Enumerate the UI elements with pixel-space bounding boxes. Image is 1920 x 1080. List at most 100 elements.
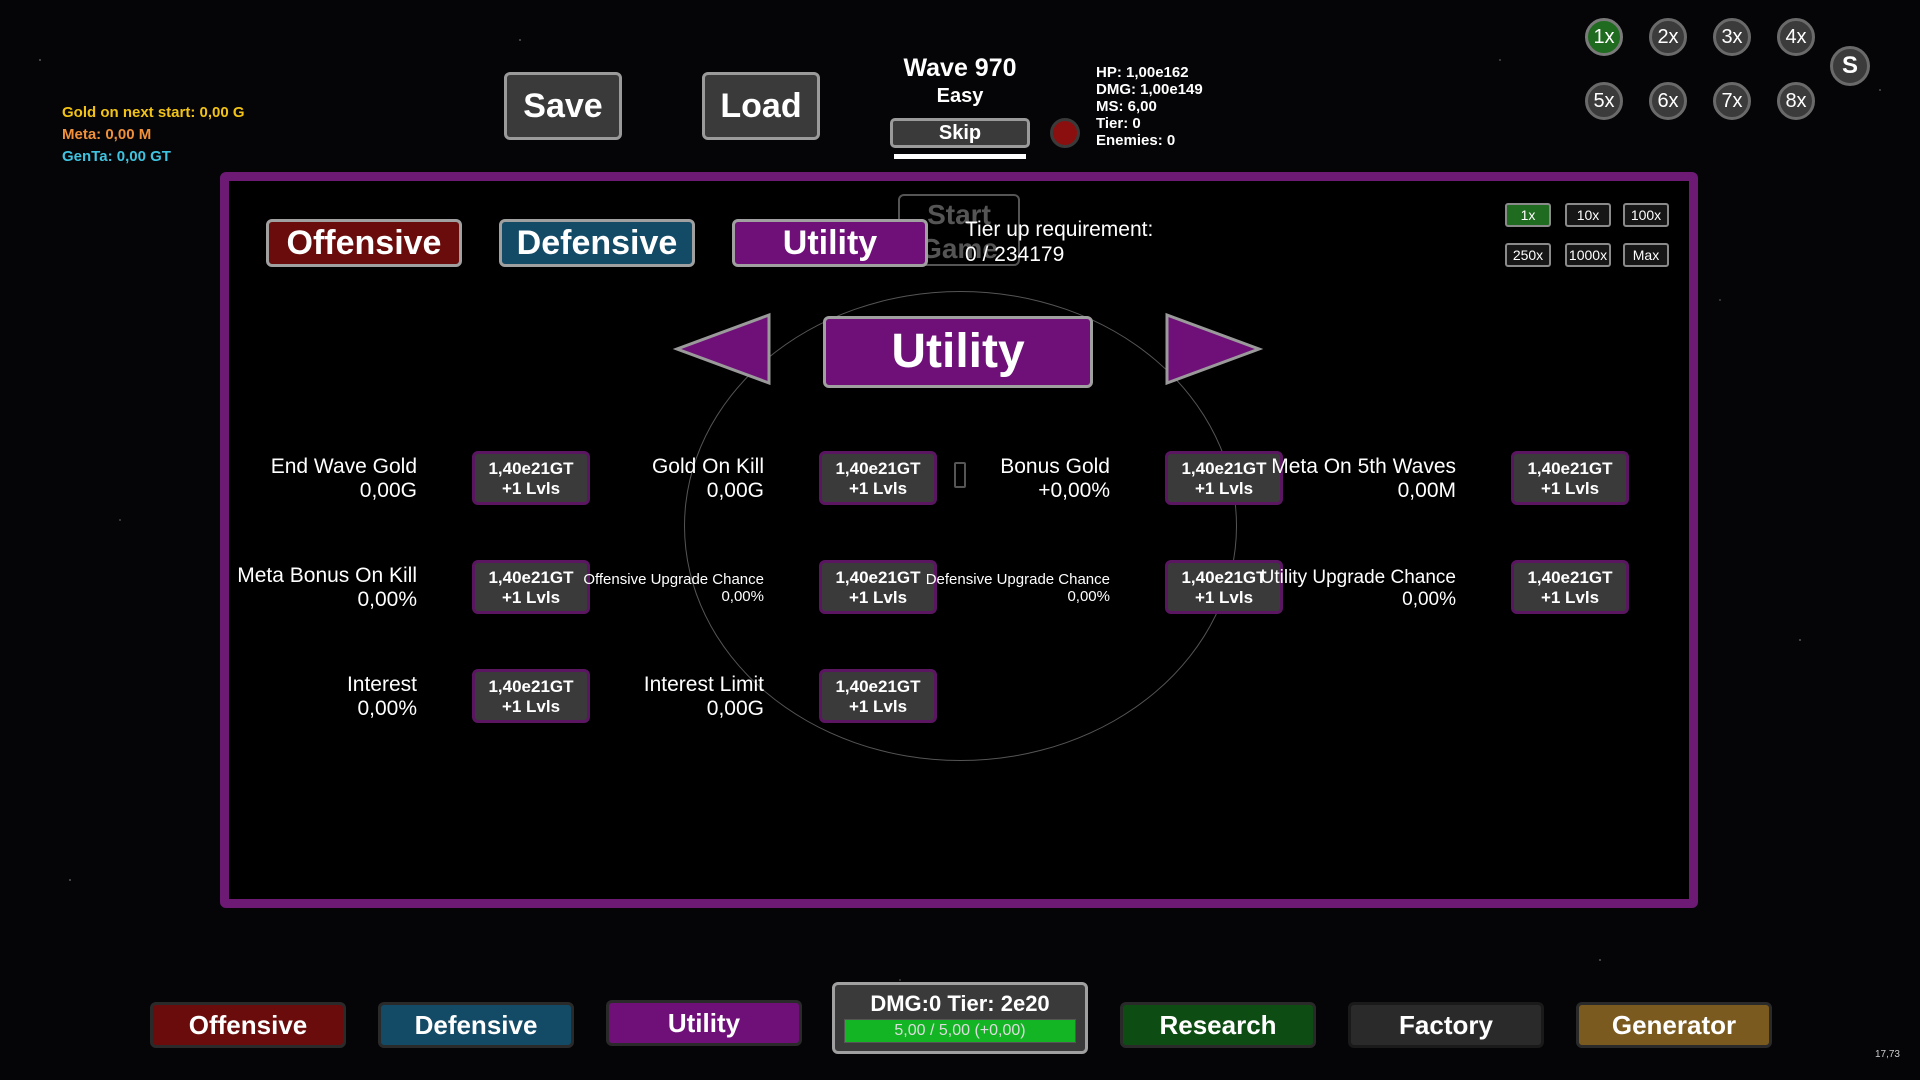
upgrade-cost: 1,40e21GT (1527, 568, 1613, 587)
tier-requirement-value: 0 / 234179 (965, 243, 1065, 266)
upgrade-levels: +1 Lvls (1540, 479, 1600, 498)
upgrade-buy-button[interactable]: 1,40e21GT +1 Lvls (819, 451, 937, 505)
bottom-tab-factory[interactable]: Factory (1348, 1002, 1544, 1048)
upgrade-levels: +1 Lvls (848, 697, 908, 716)
upgrade-label: Offensive Upgrade Chance 0,00% (464, 571, 764, 605)
upgrade-value: 0,00% (357, 697, 417, 720)
mult-250x-button[interactable]: 250x (1505, 243, 1551, 267)
upgrade-cost: 1,40e21GT (835, 459, 921, 478)
upgrade-levels: +1 Lvls (1540, 588, 1600, 607)
upgrade-buy-button[interactable]: 1,40e21GT +1 Lvls (1511, 451, 1629, 505)
upgrade-cost: 1,40e21GT (1181, 459, 1267, 478)
bottom-tab-offensive[interactable]: Offensive (150, 1002, 346, 1048)
upgrade-buy-button[interactable]: 1,40e21GT +1 Lvls (1511, 560, 1629, 614)
mult-max-button[interactable]: Max (1623, 243, 1669, 267)
enemy-ms: MS: 6,00 (1096, 98, 1157, 115)
upgrade-buy-button[interactable]: 1,40e21GT +1 Lvls (472, 669, 590, 723)
upgrade-label: Bonus Gold +0,00% (810, 455, 1110, 503)
fps-counter: 17,73 (1874, 1049, 1900, 1060)
upgrade-label: Interest 0,00% (117, 673, 417, 721)
upgrade-name: Meta On 5th Waves (1271, 455, 1456, 478)
speed-3x-button[interactable]: 3x (1713, 18, 1751, 56)
upgrade-label: Utility Upgrade Chance 0,00% (1156, 567, 1456, 611)
upgrade-levels: +1 Lvls (501, 479, 561, 498)
tier-progress-text: 5,00 / 5,00 (+0,00) (894, 1022, 1026, 1039)
wave-title: Wave 970 (903, 54, 1017, 82)
skip-progress-bar (894, 154, 1026, 159)
upgrade-buy-button[interactable]: 1,40e21GT +1 Lvls (819, 669, 937, 723)
decorative-ellipse (684, 291, 1237, 761)
speed-5x-button[interactable]: 5x (1585, 82, 1623, 120)
upgrade-label: End Wave Gold 0,00G (117, 455, 417, 503)
upgrade-buy-button[interactable]: 1,40e21GT +1 Lvls (819, 560, 937, 614)
upgrade-buy-button[interactable]: 1,40e21GT +1 Lvls (472, 560, 590, 614)
category-title: Utility (823, 316, 1093, 388)
upgrade-value: 0,00% (357, 588, 417, 611)
tab-offensive[interactable]: Offensive (266, 219, 462, 267)
upgrade-label: Meta Bonus On Kill 0,00% (117, 564, 417, 612)
speed-7x-button[interactable]: 7x (1713, 82, 1751, 120)
enemy-dmg: DMG: 1,00e149 (1096, 81, 1203, 98)
tier-progress-fill (845, 1020, 1075, 1042)
tab-utility[interactable]: Utility (732, 219, 928, 267)
bottom-tab-generator[interactable]: Generator (1576, 1002, 1772, 1048)
resource-stats: Gold on next start: 0,00 G Meta: 0,00 M … (62, 102, 245, 168)
save-button[interactable]: Save (504, 72, 622, 140)
upgrade-label: Gold On Kill 0,00G (464, 455, 764, 503)
speed-8x-button[interactable]: 8x (1777, 82, 1815, 120)
previous-arrow-icon[interactable] (671, 311, 771, 387)
record-toggle-icon[interactable] (1050, 118, 1080, 148)
meta-amount: Meta: 0,00 M (62, 126, 152, 143)
upgrade-value: 0,00% (1402, 589, 1456, 610)
damage-tier-box: DMG:0 Tier: 2e20 5,00 / 5,00 (+0,00) (832, 982, 1088, 1054)
tier-progress-track: 5,00 / 5,00 (+0,00) (844, 1019, 1076, 1043)
next-arrow-icon[interactable] (1165, 311, 1265, 387)
upgrade-name: Interest Limit (643, 673, 764, 696)
speed-4x-button[interactable]: 4x (1777, 18, 1815, 56)
upgrade-levels: +1 Lvls (848, 588, 908, 607)
scroll-indicator-icon[interactable] (954, 462, 966, 488)
speed-1x-button[interactable]: 1x (1585, 18, 1623, 56)
upgrade-value: 0,00M (1397, 479, 1456, 502)
genta-amount: GenTa: 0,00 GT (62, 148, 171, 165)
upgrade-name: Utility Upgrade Chance (1260, 567, 1456, 588)
upgrade-panel: Start Game Offensive Defensive Utility T… (220, 172, 1698, 908)
load-button[interactable]: Load (702, 72, 820, 140)
wave-difficulty: Easy (936, 85, 984, 107)
bottom-tab-research[interactable]: Research (1120, 1002, 1316, 1048)
tab-defensive[interactable]: Defensive (499, 219, 695, 267)
mult-100x-button[interactable]: 100x (1623, 203, 1669, 227)
mult-1000x-button[interactable]: 1000x (1565, 243, 1611, 267)
upgrade-label: Interest Limit 0,00G (464, 673, 764, 721)
upgrade-cost: 1,40e21GT (835, 568, 921, 587)
upgrade-levels: +1 Lvls (1194, 588, 1254, 607)
speed-6x-button[interactable]: 6x (1649, 82, 1687, 120)
enemy-hp: HP: 1,00e162 (1096, 64, 1189, 81)
upgrade-levels: +1 Lvls (1194, 479, 1254, 498)
speed-2x-button[interactable]: 2x (1649, 18, 1687, 56)
upgrade-name: Bonus Gold (1000, 455, 1110, 478)
mult-10x-button[interactable]: 10x (1565, 203, 1611, 227)
upgrade-levels: +1 Lvls (501, 588, 561, 607)
upgrade-value: +0,00% (1038, 479, 1110, 502)
tier-requirement-label: Tier up requirement: (965, 218, 1154, 241)
upgrade-name: Interest (346, 673, 417, 696)
wave-info: Wave 970 Easy (860, 54, 1060, 108)
gold-next-start: Gold on next start: 0,00 G (62, 104, 245, 121)
mult-1x-button[interactable]: 1x (1505, 203, 1551, 227)
upgrade-cost: 1,40e21GT (835, 677, 921, 696)
upgrade-value: 0,00% (1067, 588, 1110, 605)
skip-button[interactable]: Skip (890, 118, 1030, 148)
tier-requirement: Tier up requirement: 0 / 234179 (965, 217, 1153, 267)
upgrade-label: Defensive Upgrade Chance 0,00% (810, 571, 1110, 605)
speed-s-button[interactable]: S (1830, 46, 1870, 86)
upgrade-name: Offensive Upgrade Chance (583, 571, 764, 588)
upgrade-buy-button[interactable]: 1,40e21GT +1 Lvls (1165, 560, 1283, 614)
bottom-tab-defensive[interactable]: Defensive (378, 1002, 574, 1048)
upgrade-cost: 1,40e21GT (1181, 568, 1267, 587)
upgrade-value: 0,00% (721, 588, 764, 605)
enemy-stats: HP: 1,00e162 DMG: 1,00e149 MS: 6,00 Tier… (1096, 64, 1203, 149)
upgrade-buy-button[interactable]: 1,40e21GT +1 Lvls (472, 451, 590, 505)
bottom-tab-utility[interactable]: Utility (606, 1000, 802, 1046)
upgrade-buy-button[interactable]: 1,40e21GT +1 Lvls (1165, 451, 1283, 505)
